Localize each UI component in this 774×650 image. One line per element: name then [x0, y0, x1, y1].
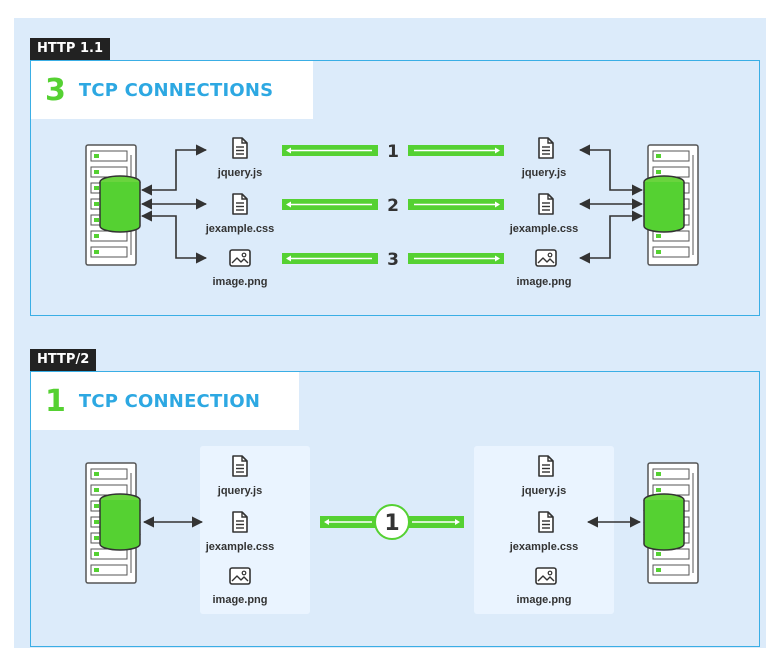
file-label-jexample-left-http2: jexample.css — [205, 541, 275, 553]
http2-file-group-left — [200, 446, 310, 614]
image-icon — [229, 249, 251, 267]
arrow-right-1 — [578, 144, 644, 196]
image-icon — [535, 249, 557, 267]
http11-panel — [30, 60, 760, 316]
file-label-jquery-left-http2: jquery.js — [217, 485, 263, 497]
arrow-right-3 — [578, 210, 644, 264]
file-label-jexample-right-http2: jexample.css — [509, 541, 579, 553]
file-label-jquery-right-http2: jquery.js — [521, 485, 567, 497]
document-icon — [232, 511, 248, 533]
http11-title: TCP CONNECTIONS — [78, 79, 274, 101]
file-label-jquery-left-http11: jquery.js — [217, 167, 263, 179]
document-icon — [538, 455, 554, 477]
document-icon — [232, 193, 248, 215]
connection-pipe-1 — [282, 145, 504, 156]
file-label-image-right-http2: image.png — [516, 594, 572, 606]
document-icon — [232, 455, 248, 477]
arrow-left-3 — [140, 210, 208, 264]
http11-count: 3 — [45, 72, 66, 108]
connection-label-1: 1 — [387, 142, 399, 162]
database-left-http11 — [99, 175, 141, 233]
arrow-left-1 — [140, 144, 208, 196]
document-icon — [538, 193, 554, 215]
image-icon — [535, 567, 557, 585]
http11-title-box: 3 TCP CONNECTIONS — [31, 61, 313, 119]
http2-connection-pipe — [320, 504, 464, 540]
connection-pipe-2 — [282, 199, 504, 210]
file-label-jexample-left-http11: jexample.css — [205, 223, 275, 235]
file-label-image-left-http2: image.png — [212, 594, 268, 606]
document-icon — [232, 137, 248, 159]
file-label-jexample-right-http11: jexample.css — [509, 223, 579, 235]
http2-panel — [30, 371, 760, 647]
database-right-http11 — [643, 175, 685, 233]
document-icon — [538, 137, 554, 159]
http2-title: TCP CONNECTION — [78, 390, 261, 412]
file-label-image-right-http11: image.png — [516, 276, 572, 288]
database-left-http2 — [99, 493, 141, 551]
http2-tag: HTTP/2 — [30, 349, 97, 371]
connection-pipe-3 — [282, 253, 504, 264]
file-label-jquery-right-http11: jquery.js — [521, 167, 567, 179]
http2-connection-label: 1 — [384, 511, 399, 536]
http2-count: 1 — [45, 383, 66, 419]
http11-tag: HTTP 1.1 — [30, 38, 110, 60]
connection-label-2: 2 — [387, 196, 399, 216]
connection-label-3: 3 — [387, 250, 399, 270]
file-label-image-left-http11: image.png — [212, 276, 268, 288]
http2-title-box: 1 TCP CONNECTION — [31, 372, 299, 430]
image-icon — [229, 567, 251, 585]
database-right-http2 — [643, 493, 685, 551]
document-icon — [538, 511, 554, 533]
